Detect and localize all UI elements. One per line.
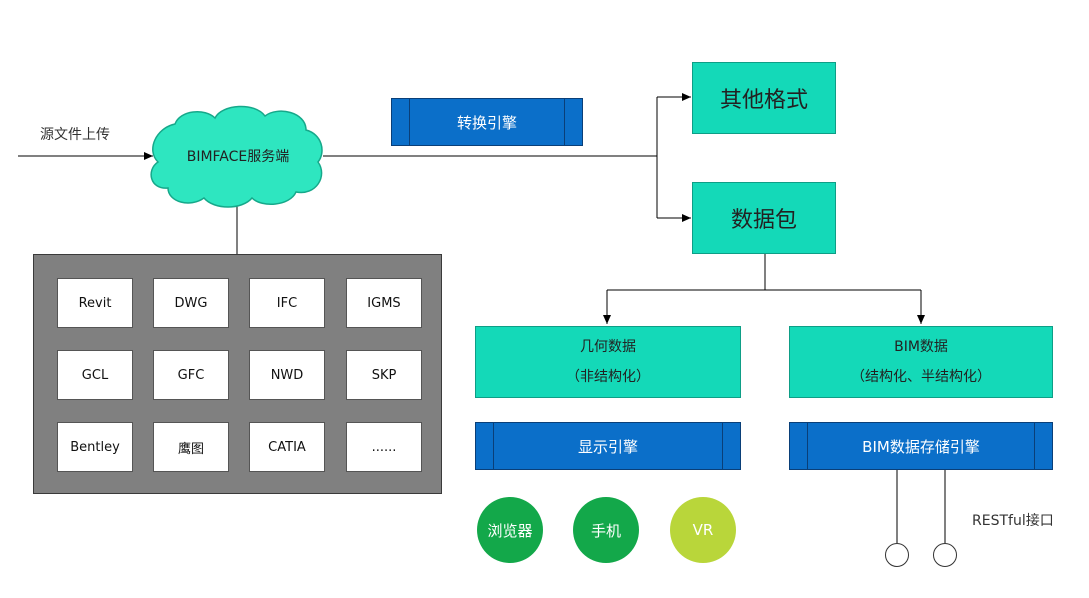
format-more: ...... — [346, 422, 422, 472]
format-catia: CATIA — [249, 422, 325, 472]
geometry-data-box: 几何数据 （非结构化） — [475, 326, 741, 398]
format-panel: Revit DWG IFC IGMS GCL GFC NWD SKP Bentl… — [33, 254, 442, 494]
restful-port-2 — [933, 543, 957, 567]
other-formats-label: 其他格式 — [719, 88, 808, 113]
display-engine-box: 显示引擎 — [475, 422, 741, 470]
restful-port-1 — [885, 543, 909, 567]
bim-data-title: BIM数据 — [894, 339, 948, 355]
format-ifc: IFC — [249, 278, 325, 328]
restful-label: RESTful接口 — [972, 513, 1054, 529]
other-formats-box: 其他格式 — [692, 62, 836, 134]
data-package-label: 数据包 — [730, 208, 797, 233]
storage-engine-box: BIM数据存储引擎 — [789, 422, 1053, 470]
browser-client-circle: 浏览器 — [477, 497, 543, 563]
format-bentley: Bentley — [57, 422, 133, 472]
bim-data-subtitle: （结构化、半结构化） — [851, 369, 991, 385]
display-engine-label: 显示引擎 — [577, 437, 638, 456]
format-yingtu: 鹰图 — [153, 422, 229, 472]
convert-engine-box: 转换引擎 — [391, 98, 583, 146]
cloud-shape — [150, 105, 323, 208]
browser-client-label: 浏览器 — [487, 521, 533, 540]
vr-client-label: VR — [692, 521, 714, 539]
format-skp: SKP — [346, 350, 422, 400]
format-dwg: DWG — [153, 278, 229, 328]
format-nwd: NWD — [249, 350, 325, 400]
format-igms: IGMS — [346, 278, 422, 328]
bim-data-box: BIM数据 （结构化、半结构化） — [789, 326, 1053, 398]
convert-engine-label: 转换引擎 — [456, 113, 517, 132]
mobile-client-circle: 手机 — [573, 497, 639, 563]
vr-client-circle: VR — [670, 497, 736, 563]
storage-engine-label: BIM数据存储引擎 — [862, 437, 980, 456]
data-package-box: 数据包 — [692, 182, 836, 254]
format-gfc: GFC — [153, 350, 229, 400]
format-revit: Revit — [57, 278, 133, 328]
cloud-label: BIMFACE服务端 — [186, 149, 290, 165]
geometry-data-subtitle: （非结构化） — [566, 369, 650, 385]
upload-label: 源文件上传 — [40, 127, 110, 143]
geometry-data-title: 几何数据 — [580, 339, 636, 355]
format-gcl: GCL — [57, 350, 133, 400]
mobile-client-label: 手机 — [590, 521, 621, 540]
